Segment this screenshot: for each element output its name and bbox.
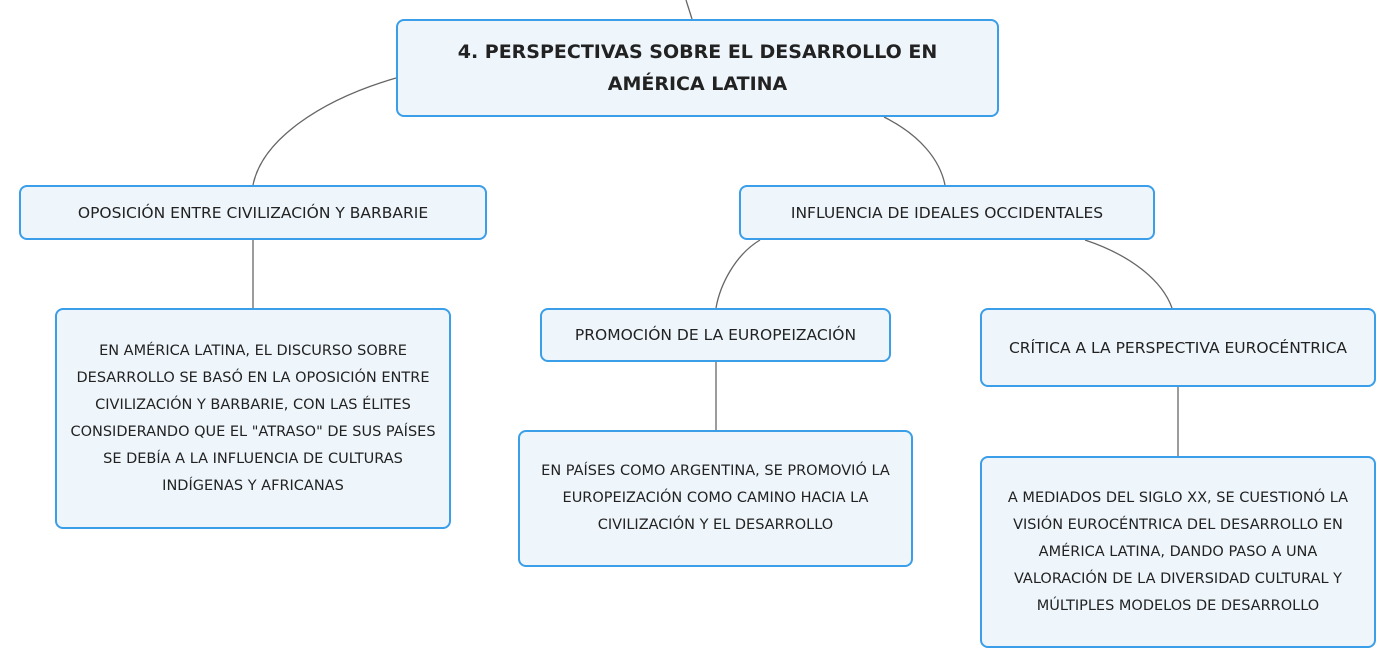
leaf-text-mediados: A MEDIADOS DEL SIGLO XX, SE CUESTIONÓ LA… [1007,489,1349,614]
connector-influencia-promocion [715,239,761,309]
subtopic-node-promocion[interactable]: PROMOCIÓN DE LA EUROPEIZACIÓN [540,308,891,362]
root-topic-label: 4. PERSPECTIVAS SOBRE EL DESARROLLO EN A… [457,41,938,95]
subtopic-node-critica[interactable]: CRÍTICA A LA PERSPECTIVA EUROCÉNTRICA [980,308,1376,387]
leaf-node-argentina[interactable]: EN PAÍSES COMO ARGENTINA, SE PROMOVIÓ LA… [518,430,913,567]
leaf-node-discurso[interactable]: EN AMÉRICA LATINA, EL DISCURSO SOBRE DES… [55,308,451,529]
root-topic-node[interactable]: 4. PERSPECTIVAS SOBRE EL DESARROLLO EN A… [396,19,999,117]
connector-influencia-critica [1084,239,1173,309]
topic-label-influencia: INFLUENCIA DE IDEALES OCCIDENTALES [790,203,1104,222]
subtopic-label-critica: CRÍTICA A LA PERSPECTIVA EUROCÉNTRICA [1008,338,1348,357]
leaf-node-mediados[interactable]: A MEDIADOS DEL SIGLO XX, SE CUESTIONÓ LA… [980,456,1376,648]
leaf-text-discurso: EN AMÉRICA LATINA, EL DISCURSO SOBRE DES… [70,342,436,494]
topic-node-influencia[interactable]: INFLUENCIA DE IDEALES OCCIDENTALES [739,185,1155,240]
connector-root-oposicion [252,77,397,186]
connector-parent-in [685,0,693,20]
subtopic-label-promocion: PROMOCIÓN DE LA EUROPEIZACIÓN [574,326,857,344]
connector-root-influencia [883,116,946,186]
topic-label-oposicion: OPOSICIÓN ENTRE CIVILIZACIÓN Y BARBARIE [77,203,429,222]
leaf-text-argentina: EN PAÍSES COMO ARGENTINA, SE PROMOVIÓ LA… [541,463,890,533]
topic-node-oposicion[interactable]: OPOSICIÓN ENTRE CIVILIZACIÓN Y BARBARIE [19,185,487,240]
